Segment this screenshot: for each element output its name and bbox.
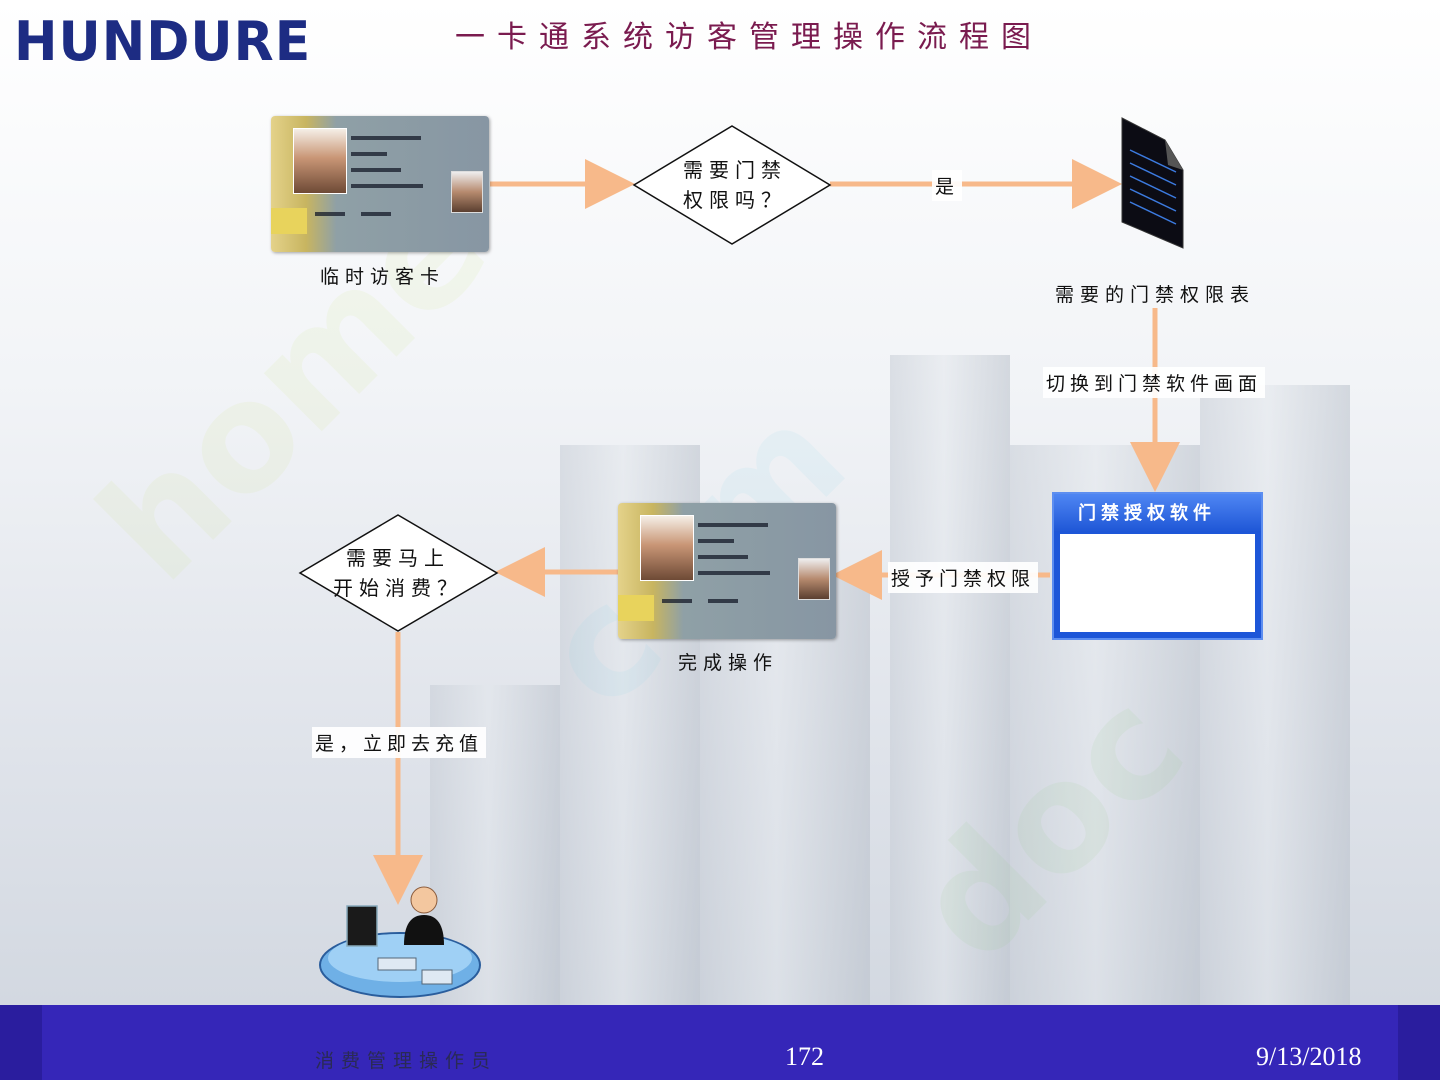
page-number: 172	[785, 1042, 824, 1071]
footer-date: 9/13/2018	[1256, 1042, 1362, 1071]
id-card-icon	[271, 116, 489, 252]
page-title: 一卡通系统访客管理操作流程图	[455, 20, 1043, 55]
bg-building	[700, 575, 870, 1005]
bg-building	[890, 355, 1010, 1005]
decision-consume-line1: 需要马上	[346, 546, 450, 570]
decision-need-access-line2: 权限吗？	[683, 188, 787, 212]
software-window-title: 门禁授权软件	[1054, 494, 1261, 532]
footer-bar	[0, 1005, 1440, 1080]
decision-consume-line2: 开始消费？	[333, 576, 463, 600]
bg-building	[1200, 385, 1350, 1005]
edge-label-yes: 是	[932, 170, 963, 201]
software-window-icon: 门禁授权软件	[1052, 492, 1263, 640]
decision-need-access	[632, 125, 832, 245]
access-table-label: 需要的门禁权限表	[1055, 284, 1256, 306]
operator-at-computer-icon	[319, 886, 481, 998]
temp-visitor-card-label: 临时访客卡	[320, 266, 446, 288]
decision-need-access-text: 需要门禁 权限吗？	[660, 155, 810, 215]
operator-label: 消费管理操作员	[315, 1050, 498, 1072]
decision-consume	[298, 514, 499, 632]
done-operation-label: 完成操作	[678, 652, 779, 674]
edge-label-switch-software: 切换到门禁软件画面	[1043, 367, 1266, 398]
edge-label-grant-access: 授予门禁权限	[888, 562, 1039, 593]
software-window-body	[1060, 534, 1255, 632]
edge-label-yes-recharge: 是，立即去充值	[312, 727, 487, 758]
brand-logo: HUNDURE	[14, 10, 312, 74]
footer-right-band	[1398, 1005, 1440, 1080]
decision-need-access-line1: 需要门禁	[683, 158, 787, 182]
footer-left-band	[0, 1005, 42, 1080]
id-card-icon	[618, 503, 836, 639]
document-icon	[1121, 117, 1184, 249]
decision-consume-text: 需要马上 开始消费？	[318, 543, 478, 603]
